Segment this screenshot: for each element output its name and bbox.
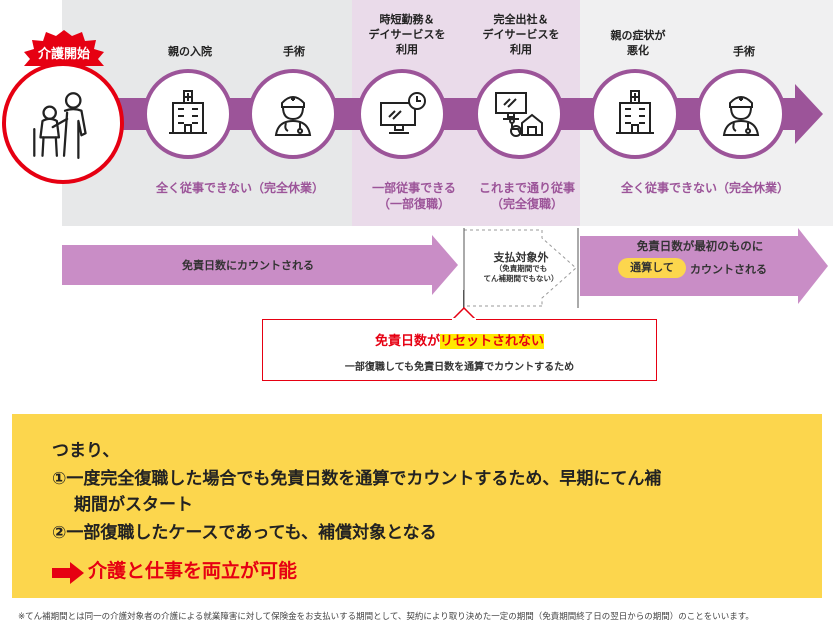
cumulative-badge: 通算して [618, 258, 686, 278]
computer-wheelchair-icon [495, 92, 543, 137]
caregiver-elderly-icon [33, 92, 87, 159]
doctor-icon [274, 96, 312, 136]
no-reset-callout: 免責日数がリセットされない 一部復職しても免責日数を通算でカウントするため [262, 319, 657, 381]
node-hospitalization [143, 69, 233, 159]
summary-point-2: ②一部復職したケースであっても、補償対象となる [52, 523, 437, 543]
node-worsening [590, 69, 680, 159]
excluded-period-outline [463, 228, 579, 308]
count-band-right-line1: 免責日数が最初のものに [636, 239, 764, 253]
phase-label-part-time: 時短勤務＆ デイサービスを 利用 [368, 13, 446, 56]
computer-clock-icon [380, 92, 426, 134]
excluded-period-title: 支払対象外 [493, 251, 549, 264]
excluded-period-note: （免責期間でも てん補期間でもない） [483, 264, 559, 283]
status-full-return: これまで通り従事 （完全復職） [478, 181, 575, 211]
hospital-icon [169, 90, 207, 134]
summary-result: 介護と仕事を両立が可能 [88, 560, 298, 582]
status-full-leave-2: 全く従事できない（完全休業） [620, 181, 789, 195]
callout-notch-cover [452, 318, 476, 321]
count-band-right-line2: カウントされる [690, 263, 767, 276]
count-band-right-arrowhead [798, 228, 828, 304]
care-start-badge [24, 30, 104, 66]
summary-intro: つまり、 [52, 441, 120, 461]
callout-title: 免責日数がリセットされない [263, 330, 656, 349]
care-start-circle [2, 62, 124, 184]
summary-point-1a: ①一度完全復職した場合でも免責日数を通算でカウントするため、早期にてん補 [52, 469, 662, 489]
count-band-right [580, 236, 800, 296]
phase-label-surgery-2: 手術 [733, 45, 755, 58]
right-arrow-icon [52, 562, 84, 584]
phase-label-surgery-1: 手術 [283, 45, 305, 58]
callout-pointer-line [463, 290, 464, 312]
doctor-icon [722, 96, 760, 136]
node-part-time [357, 69, 447, 159]
node-surgery-1 [248, 69, 338, 159]
summary-box: つまり、 ①一度完全復職した場合でも免責日数を通算でカウントするため、早期にてん… [12, 414, 822, 598]
status-partial-return: 一部従事できる （一部復職） [372, 181, 456, 211]
phase-label-worsening: 親の症状が 悪化 [610, 29, 666, 57]
status-full-leave-1: 全く従事できない（完全休業） [155, 181, 324, 195]
timeline-arrowhead [795, 84, 823, 144]
care-start-label: 介護開始 [37, 46, 90, 62]
count-band-left-label: 免責日数にカウントされる [182, 259, 314, 272]
count-band-left-arrowhead [432, 235, 458, 295]
callout-title-a: 免責日数が [374, 334, 440, 349]
hospital-icon [616, 90, 654, 134]
footnote: ※てん補期間とは同一の介護対象者の介護による就業障害に対して保険金をお支払いする… [18, 612, 754, 622]
phase-label-full-return: 完全出社＆ デイサービスを 利用 [482, 13, 560, 56]
phase-label-hospitalization: 親の入院 [168, 45, 212, 58]
count-band-left: 免責日数にカウントされる [62, 245, 434, 285]
node-full-return [474, 69, 564, 159]
callout-subtitle: 一部復職しても免責日数を通算でカウントするため [344, 362, 575, 373]
node-surgery-2 [696, 69, 786, 159]
summary-point-1b: 期間がスタート [74, 495, 193, 515]
callout-title-highlight: リセットされない [440, 334, 545, 349]
